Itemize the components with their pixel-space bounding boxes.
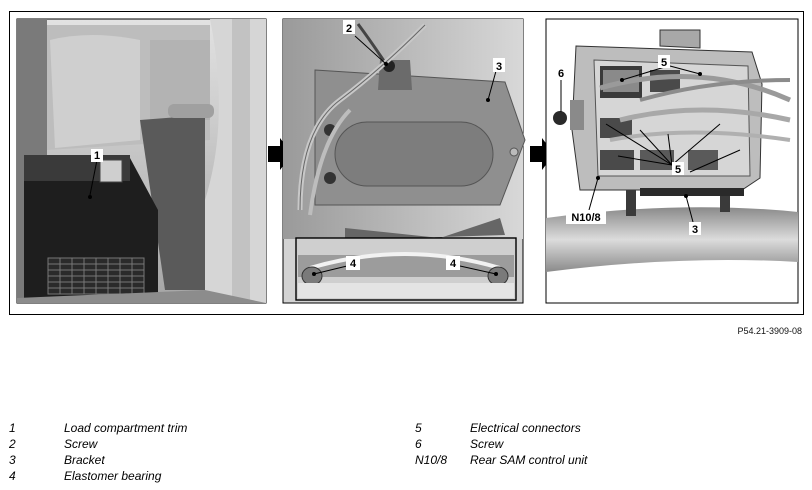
legend-item: 2 Screw — [9, 436, 389, 452]
legend-text: Rear SAM control unit — [470, 453, 588, 467]
legend-number: 4 — [9, 469, 16, 483]
legend-item: N10/8 Rear SAM control unit — [415, 452, 805, 468]
legend-text: Load compartment trim — [64, 421, 188, 435]
legend-number: 3 — [9, 453, 16, 467]
callout-connectors-top: 5 — [661, 57, 667, 69]
figure-illustration: 1 2 3 — [16, 18, 799, 304]
legend-left: 1 Load compartment trim 2 Screw 3 Bracke… — [9, 420, 389, 484]
legend-number: 6 — [415, 437, 422, 451]
legend-text: Elastomer bearing — [64, 469, 162, 483]
legend-item: 3 Bracket — [9, 452, 389, 468]
panel-bracket-removal — [282, 18, 526, 304]
callout-screw: 2 — [346, 23, 352, 35]
callout-control-unit: N10/8 — [571, 212, 600, 224]
legend-item: 4 Elastomer bearing — [9, 468, 389, 484]
panel-control-unit — [545, 18, 799, 304]
callout-connectors-mid: 5 — [675, 164, 681, 176]
callout-bearing-right: 4 — [450, 258, 457, 270]
legend-number: N10/8 — [415, 453, 448, 467]
legend-text: Electrical connectors — [470, 421, 581, 435]
panel-load-compartment — [16, 18, 267, 304]
legend-text: Screw — [64, 437, 98, 451]
callout-bracket-unit: 3 — [692, 224, 698, 236]
legend-right: 5 Electrical connectors 6 Screw N10/8 Re… — [415, 420, 805, 468]
legend-item: 6 Screw — [415, 436, 805, 452]
legend-text: Bracket — [64, 453, 105, 467]
legend-number: 2 — [9, 437, 16, 451]
legend-item: 1 Load compartment trim — [9, 420, 389, 436]
callout-bracket: 3 — [496, 61, 502, 73]
legend-number: 1 — [9, 421, 16, 435]
legend-item: 5 Electrical connectors — [415, 420, 805, 436]
callout-bearing-left: 4 — [350, 258, 357, 270]
callout-screw-unit: 6 — [558, 68, 564, 80]
figure-number: P54.21-3909-08 — [737, 326, 802, 336]
callout-trim: 1 — [94, 150, 100, 162]
legend-number: 5 — [415, 421, 422, 435]
legend-text: Screw — [470, 437, 504, 451]
